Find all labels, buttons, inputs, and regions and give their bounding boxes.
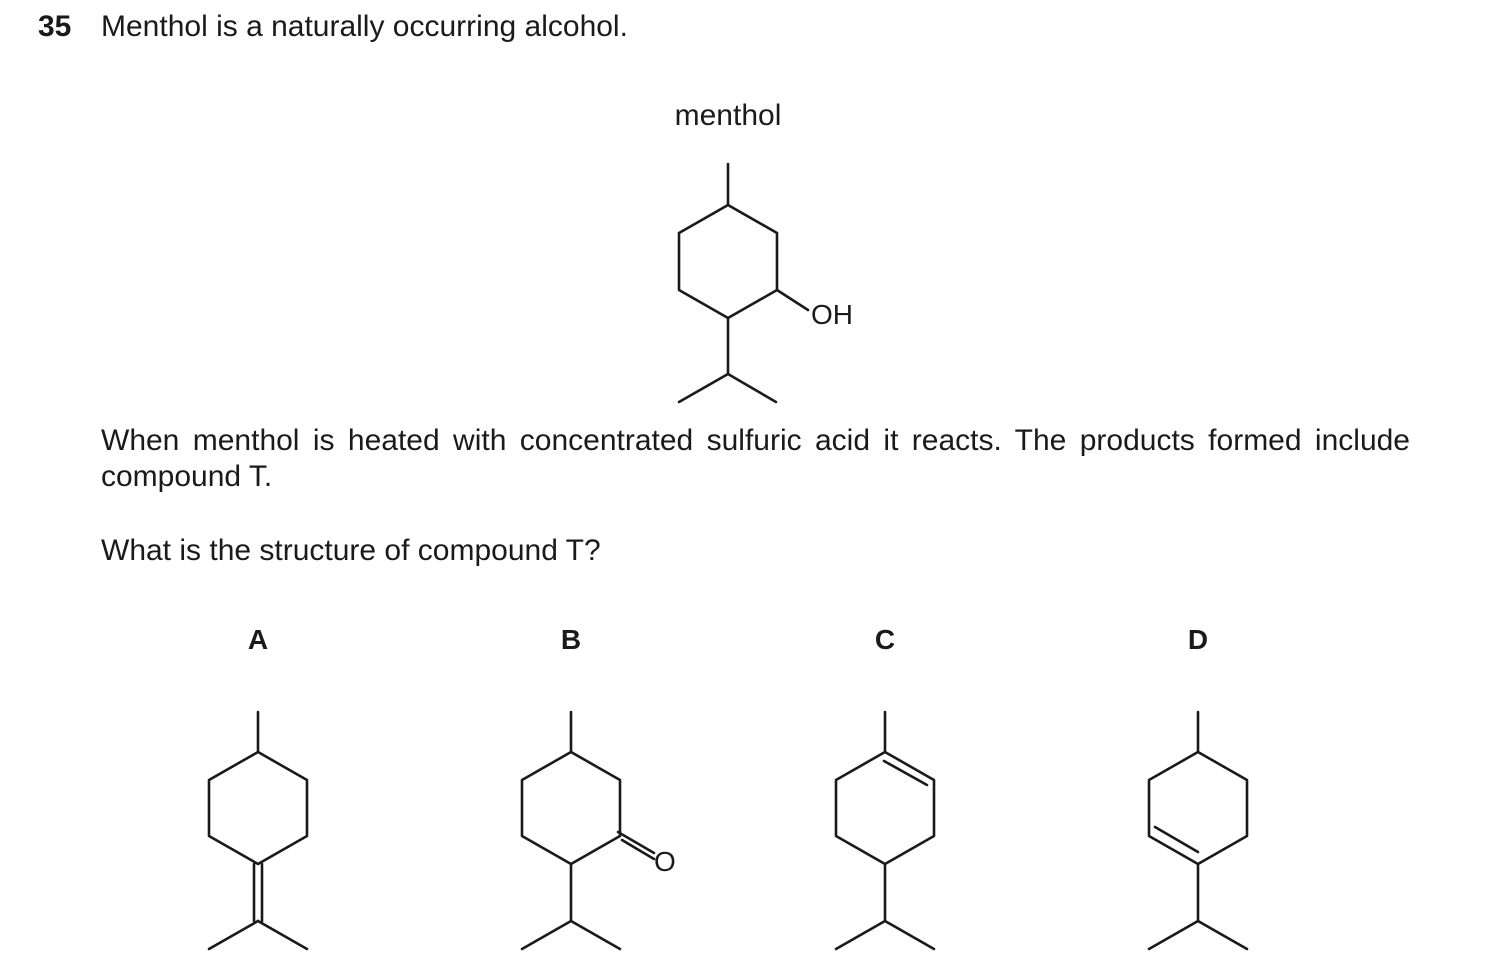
reaction-paragraph: When menthol is heated with concentrated… [101,424,1410,493]
option-a-letter[interactable]: A [247,624,269,655]
question-number: 35 [38,10,72,43]
question-stem: Menthol is a naturally occurring alcohol… [101,10,628,43]
option-b-oxygen-label: O [654,846,676,877]
option-c-letter[interactable]: C [874,624,896,655]
option-b-letter[interactable]: B [560,624,582,655]
question-prompt: What is the structure of compound T? [101,534,601,567]
hydroxyl-group-label: OH [811,299,853,330]
menthol-structure-label: menthol [674,99,782,132]
option-d-letter[interactable]: D [1187,624,1209,655]
